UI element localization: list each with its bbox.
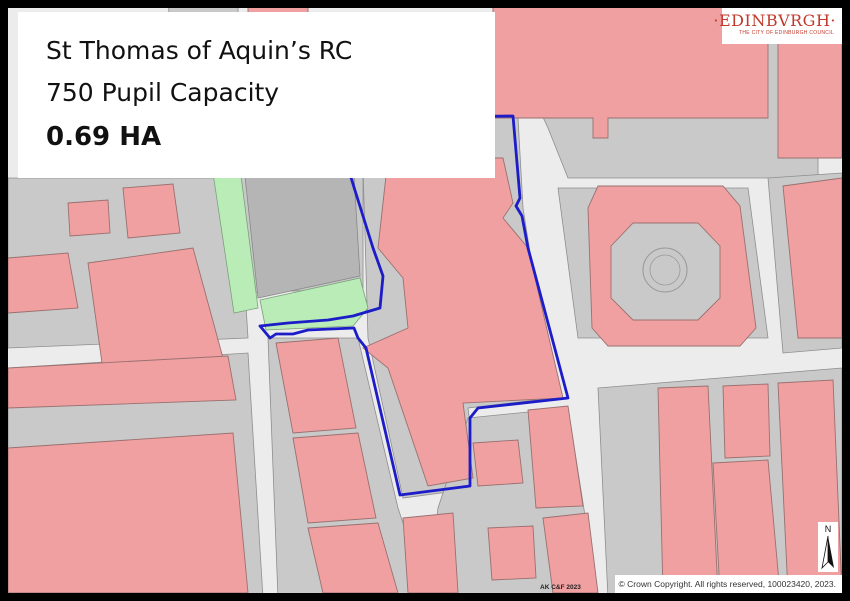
north-letter: N (824, 524, 832, 534)
north-arrow: N (818, 522, 838, 572)
logo-name: ·EDINBVRGH· (713, 11, 836, 30)
site-map[interactable] (8, 8, 842, 593)
copyright-notice: © Crown Copyright. All rights reserved, … (614, 575, 842, 593)
north-arrow-icon (821, 535, 834, 570)
octagon-courtyard (610, 222, 721, 321)
map-reference: AK C&F 2023 (540, 584, 581, 591)
site-info-panel: St Thomas of Aquin’s RC 750 Pupil Capaci… (18, 12, 495, 178)
site-boundary[interactable] (258, 114, 570, 497)
pupil-capacity: 750 Pupil Capacity (46, 78, 280, 107)
map-frame: St Thomas of Aquin’s RC 750 Pupil Capaci… (8, 8, 842, 593)
logo-subtitle: THE CITY OF EDINBURGH COUNCIL (738, 30, 834, 36)
school-name: St Thomas of Aquin’s RC (46, 36, 353, 65)
council-logo: ·EDINBVRGH· THE CITY OF EDINBURGH COUNCI… (713, 8, 842, 44)
site-area: 0.69 HA (46, 122, 162, 152)
playground (242, 157, 361, 299)
